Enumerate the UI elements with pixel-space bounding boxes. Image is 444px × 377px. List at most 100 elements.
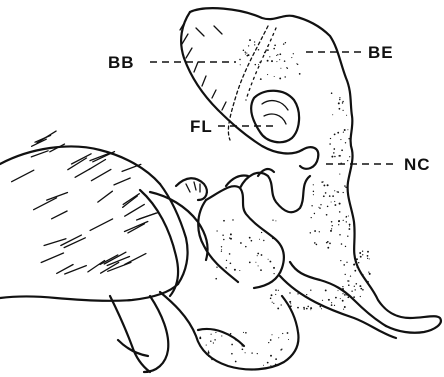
stipple-dot (337, 290, 338, 291)
stipple-dot (268, 342, 269, 343)
stipple-dot (284, 76, 285, 77)
stipple-dot (338, 224, 339, 225)
stipple-dot (357, 264, 358, 265)
stipple-dot (333, 152, 335, 154)
stipple-dot (344, 306, 346, 308)
stipple-dot (343, 264, 345, 266)
stipple-dot (347, 129, 348, 130)
stipple-dot (240, 64, 241, 65)
stipple-dot (272, 302, 273, 303)
stipple-dot (208, 356, 209, 357)
stipple-dot (271, 334, 272, 335)
stipple-dot (354, 289, 355, 290)
stipple-dot (257, 253, 259, 255)
stipple-dot (271, 60, 273, 62)
stipple-dot (334, 201, 335, 202)
hair-stroke (72, 154, 92, 164)
stipple-dot (303, 308, 305, 310)
stipple-dot (272, 237, 274, 239)
stipple-dot (263, 365, 264, 366)
stipple-dot (257, 353, 258, 354)
stipple-dot (225, 267, 227, 269)
stipple-dot (274, 76, 275, 77)
stipple-dot (342, 288, 344, 290)
stipple-dot (260, 269, 262, 271)
stipple-dot (214, 339, 215, 340)
stipple-dot (291, 57, 292, 58)
stipple-dot (261, 232, 262, 233)
stipple-dot (331, 228, 332, 229)
stipple-dot (310, 290, 311, 291)
stipple-dot (277, 54, 278, 55)
stipple-dot (245, 54, 246, 55)
stipple-dot (369, 258, 370, 259)
stipple-dot (223, 220, 225, 222)
hair-stroke (122, 164, 141, 171)
stipple-dot (270, 355, 272, 357)
stipple-dot (340, 139, 341, 140)
stipple-dot (331, 221, 333, 223)
stipple-dot (358, 262, 359, 263)
stipple-dot (354, 286, 355, 287)
stipple-dot (343, 132, 344, 133)
stipple-dot (369, 273, 371, 275)
stipple-dot (290, 305, 292, 307)
stipple-dot (245, 352, 246, 353)
stipple-dot (342, 300, 344, 302)
hair-stroke (34, 198, 57, 210)
stipple-dot (286, 67, 287, 68)
stipple-dot (345, 246, 346, 247)
stipple-dot (278, 337, 279, 338)
stipple-dot (346, 221, 347, 222)
stipple-dot (349, 224, 351, 226)
stipple-dot (221, 335, 222, 336)
stipple-dot (297, 307, 299, 309)
stipple-dot (356, 283, 358, 285)
stipple-dot (259, 239, 260, 240)
stipple-dot (345, 274, 346, 275)
stipple-dot (299, 73, 301, 75)
stipple-dot (326, 242, 328, 244)
stipple-dot (251, 240, 253, 242)
hair-stroke (125, 222, 148, 232)
stipple-dot (339, 174, 340, 175)
stipple-dot (326, 214, 328, 216)
stipple-dot (325, 289, 327, 291)
stipple-dot (263, 240, 264, 241)
stipple-dot (239, 270, 240, 271)
stipple-dot (284, 60, 286, 62)
stipple-dot (255, 262, 256, 263)
stipple-dot (353, 296, 355, 298)
stipple-dot (329, 243, 331, 245)
stipple-dot (343, 309, 344, 310)
hairy-segment (0, 146, 208, 372)
hair-stroke (91, 169, 111, 180)
hair-stroke (137, 213, 156, 220)
stipple-dot (340, 298, 341, 299)
stipple-dot (279, 59, 280, 60)
label-fl: FL (190, 117, 213, 136)
stipple-dot (267, 49, 269, 51)
stipple-dot (231, 353, 233, 355)
stipple-dot (239, 59, 240, 60)
stipple-dot (347, 296, 349, 298)
stipple-dot (245, 246, 247, 248)
stipple-dot (367, 255, 369, 257)
stipple-dot (249, 237, 251, 239)
stipple-dot (215, 278, 217, 280)
stipple-dot (270, 365, 271, 366)
stipple-dot (206, 345, 207, 346)
hair-stroke (88, 261, 105, 272)
stipple-dot (321, 308, 322, 309)
stipple-dot (329, 195, 331, 197)
stipple-dot (275, 294, 276, 295)
stipple-dot (230, 333, 232, 335)
stipple-dot (221, 246, 222, 247)
stipple-dot (335, 297, 337, 299)
stipple-dot (222, 234, 223, 235)
stipple-dot (254, 44, 255, 45)
lower-body (160, 169, 441, 369)
stipple-dot (337, 191, 338, 192)
label-nc: NC (404, 155, 431, 174)
stipple-dot (359, 252, 361, 254)
